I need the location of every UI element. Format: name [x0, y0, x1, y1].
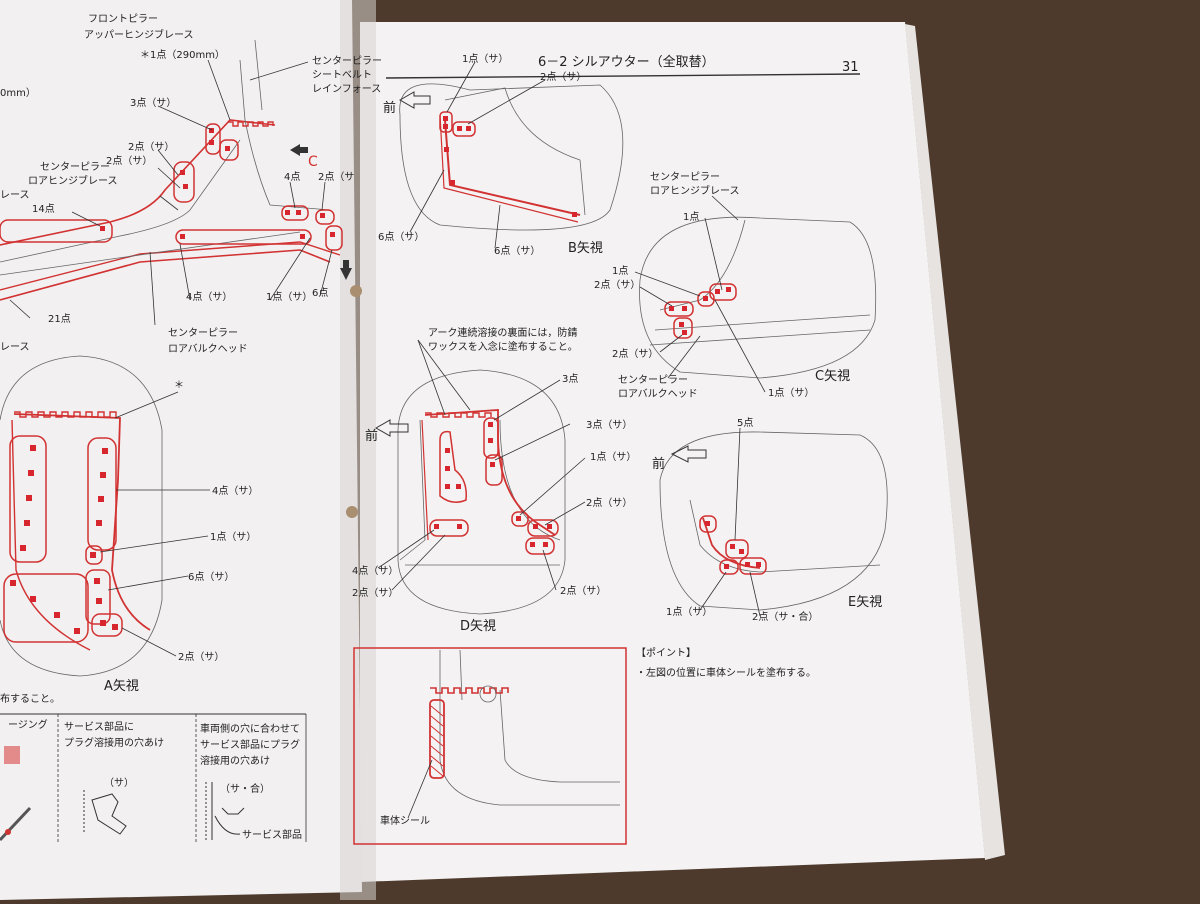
- view-e-front-label: 前: [652, 456, 665, 472]
- view-e-label-2pt: 2点（サ・合）: [752, 610, 818, 623]
- right-page: [360, 22, 985, 882]
- page-number: 31: [842, 60, 859, 75]
- left-top-diagram: [0, 39, 352, 326]
- legend-col3-line2: サービス部品にプラグ: [200, 738, 300, 751]
- arrow-c-label: C: [308, 154, 318, 170]
- point-box-diagram: [407, 649, 620, 819]
- view-c-label-2pt: 2点（サ）: [594, 279, 640, 291]
- left-label-title-1: フロントピラー: [88, 13, 158, 25]
- point-text: ・左図の位置に車体シールを塗布する。: [636, 666, 816, 679]
- legend-col3-line1: 車両側の穴に合わせて: [200, 722, 300, 735]
- view-d-note-1: アーク連続溶接の裏面には，防錆: [428, 326, 577, 339]
- legend-col3-part: サービス部品: [242, 828, 302, 841]
- view-d-caption: D矢視: [460, 619, 496, 634]
- legend-col3-line3: 溶接用の穴あけ: [200, 754, 270, 767]
- legend-table: [0, 713, 307, 842]
- view-c-label-2pt-b: 2点（サ）: [612, 348, 658, 360]
- view-e-diagram: [659, 427, 888, 617]
- legend-col3-symbol: （サ・合）: [220, 782, 270, 795]
- legend-col2-symbol: （サ）: [104, 777, 134, 789]
- left-label-2pt-b: 2点（サ）: [106, 155, 152, 167]
- view-c-caption: C矢視: [815, 369, 850, 384]
- view-c-label-1pt-c: 1点（サ）: [768, 387, 814, 399]
- view-d-front-label: 前: [365, 428, 378, 444]
- left-label-brace-2: レース: [0, 342, 30, 353]
- view-a-label-6pt: 6点（サ）: [188, 571, 234, 583]
- view-c-label-bulk-1: センターピラー: [618, 374, 688, 386]
- left-label-bulk-1: センターピラー: [168, 327, 238, 339]
- view-b-label-1pt: 1点（サ）: [462, 53, 508, 65]
- left-label-reinf-1: センターピラー: [312, 55, 382, 67]
- view-c-label-1pt-b: 1点: [612, 265, 628, 277]
- view-d-label-2pt-c: 2点（サ）: [560, 585, 606, 597]
- point-heading: 【ポイント】: [636, 647, 696, 659]
- view-a-label-2pt: 2点（サ）: [178, 651, 224, 663]
- view-c-label-hinge-1: センターピラー: [650, 171, 720, 183]
- left-label-3pt: 3点（サ）: [130, 97, 176, 109]
- view-d-diagram: [374, 339, 586, 615]
- left-label-title-2: アッパーヒンジブレース: [84, 28, 194, 41]
- view-e-caption: E矢視: [848, 595, 882, 610]
- view-d-label-2pt-b: 2点（サ）: [352, 587, 398, 599]
- left-label-4pt-top: 4点: [284, 171, 300, 183]
- left-label-2pt-top: 2点（サ: [318, 171, 354, 183]
- left-label-reinf-2: シートベルト: [312, 69, 372, 81]
- view-c-label-hinge-2: ロアヒンジブレース: [650, 184, 740, 197]
- view-a-bottom-note: 布すること。: [0, 693, 60, 705]
- left-label-1pt-b: 1点（サ）: [266, 291, 312, 303]
- view-b-label-6pt-a: 6点（サ）: [378, 231, 424, 243]
- view-b-front-label: 前: [383, 100, 396, 116]
- legend-col1: ージング: [8, 718, 48, 731]
- view-b-diagram: [398, 61, 624, 249]
- left-label-bulk-2: ロアバルクヘッド: [168, 343, 248, 355]
- left-label-hinge-2: ロアヒンジブレース: [28, 174, 118, 187]
- section-header: 6－2 シルアウター（全取替）: [538, 54, 715, 70]
- view-d-note-2: ワックスを入念に塗布すること。: [428, 340, 578, 353]
- binding-gutter: [340, 0, 376, 900]
- left-label-21pt: 21点: [48, 313, 71, 325]
- legend-col2-line1: サービス部品に: [64, 720, 134, 733]
- view-b-caption: B矢視: [568, 241, 603, 256]
- view-d-label-2pt-a: 2点（サ）: [586, 497, 632, 509]
- view-c-label-bulk-2: ロアバルクヘッド: [618, 388, 698, 400]
- header-rule: [385, 73, 861, 79]
- left-label-hinge-1: センターピラー: [40, 161, 110, 173]
- view-c-diagram: [634, 195, 877, 393]
- view-e-label-5pt: 5点: [737, 417, 753, 429]
- left-label-2pt-a: 2点（サ）: [128, 141, 174, 153]
- point-box-label: 車体シール: [380, 814, 430, 827]
- left-label-brace: レース: [0, 190, 30, 201]
- view-d-label-1pt: 1点（サ）: [590, 451, 636, 463]
- binding-hole: [346, 506, 358, 518]
- right-page-edge: [905, 24, 1005, 860]
- view-a-caption: A矢視: [104, 679, 139, 694]
- view-a-label-4pt: 4点（サ）: [212, 485, 258, 497]
- view-b-label-6pt-b: 6点（サ）: [494, 245, 540, 257]
- view-d-label-4pt: 4点（サ）: [352, 565, 398, 577]
- left-label-4pt-b: 4点（サ）: [186, 291, 232, 303]
- left-page: [0, 0, 362, 900]
- left-label-reinf-3: レインフォース: [312, 84, 381, 95]
- left-label-14pt: 14点: [32, 203, 55, 215]
- view-d-label-3pt: 3点: [562, 373, 578, 385]
- view-c-label-1pt-a: 1点: [683, 211, 699, 223]
- view-a-star: ＊: [174, 380, 184, 391]
- left-label-290: ＊1点（290mm）: [140, 49, 225, 61]
- view-e-label-1pt: 1点（サ）: [666, 606, 712, 618]
- view-a-diagram: [0, 355, 210, 677]
- point-box-frame: [353, 647, 627, 845]
- view-a-label-1pt: 1点（サ）: [210, 531, 256, 543]
- left-label-mm: 0mm）: [0, 87, 36, 99]
- view-b-label-2pt: 2点（サ）: [540, 71, 586, 83]
- binding-hole: [350, 285, 362, 297]
- left-label-6pt: 6点: [312, 287, 328, 299]
- legend-col2-line2: プラグ溶接用の穴あけ: [64, 736, 164, 749]
- view-d-label-3pt-s: 3点（サ）: [586, 419, 632, 431]
